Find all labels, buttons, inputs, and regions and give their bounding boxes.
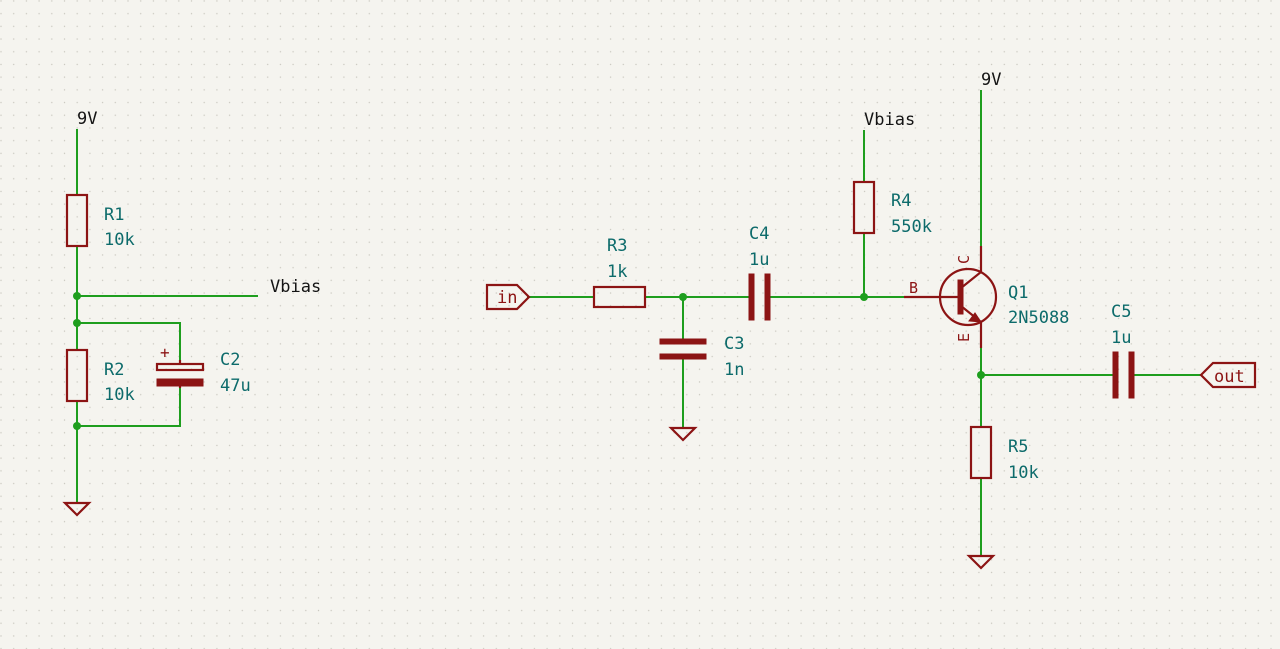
cap-plate — [659, 338, 707, 345]
resistor-body — [592, 285, 647, 309]
ground-symbol[interactable] — [62, 501, 92, 517]
base-bar — [957, 279, 964, 315]
cap-plate-positive — [155, 362, 205, 372]
ground-symbol[interactable] — [966, 554, 996, 570]
capacitor-c2[interactable] — [155, 360, 205, 388]
bias-divider-circuit: 9V R1 10k Vbias R2 10k + C2 47u — [62, 109, 321, 517]
c3-ref: C3 — [724, 334, 744, 354]
c2-polarity-mark: + — [160, 343, 170, 362]
junction-dot — [73, 422, 81, 430]
input-port-label: in — [497, 288, 517, 308]
wire — [77, 322, 181, 360]
port-shape — [1199, 361, 1257, 389]
resistor-r4[interactable] — [852, 180, 876, 235]
junction-dot — [73, 319, 81, 327]
wire — [77, 388, 181, 427]
c5-value: 1u — [1111, 328, 1131, 348]
junction-dot — [860, 293, 868, 301]
r4-value: 550k — [891, 217, 932, 237]
c2-ref: C2 — [220, 350, 240, 370]
resistor-r5[interactable] — [969, 425, 993, 480]
amplifier-circuit: in R3 1k C3 1n C4 1u Vbias R4 550k — [485, 70, 1257, 570]
cap-plate — [1128, 351, 1135, 399]
q1-pin-b: B — [909, 279, 918, 297]
emitter-arrow — [968, 312, 982, 323]
resistor-r1[interactable] — [65, 193, 89, 248]
cap-plate — [659, 353, 707, 360]
q1-value: 2N5088 — [1008, 308, 1069, 328]
r1-value: 10k — [104, 230, 135, 250]
cap-plate — [1112, 351, 1119, 399]
input-port[interactable] — [485, 283, 531, 311]
r2-ref: R2 — [104, 360, 124, 380]
r4-ref: R4 — [891, 191, 911, 211]
transistor-q1[interactable] — [904, 246, 998, 348]
q1-ref: Q1 — [1008, 283, 1028, 303]
power-label-9v[interactable]: 9V — [77, 109, 97, 129]
r1-ref: R1 — [104, 205, 124, 225]
net-label-vbias-right[interactable]: Vbias — [864, 110, 915, 130]
capacitor-c4[interactable] — [748, 273, 771, 321]
net-label-vbias-left[interactable]: Vbias — [270, 277, 321, 297]
junction-dot — [73, 292, 81, 300]
r3-value: 1k — [607, 262, 627, 282]
resistor-body — [969, 425, 993, 480]
resistor-body — [65, 193, 89, 248]
c2-value: 47u — [220, 376, 251, 396]
r2-value: 10k — [104, 385, 135, 405]
junction-dot — [679, 293, 687, 301]
ground-symbol[interactable] — [668, 426, 698, 442]
c3-value: 1n — [724, 360, 744, 380]
cap-plate — [764, 273, 771, 321]
port-shape — [485, 283, 531, 311]
capacitor-c3[interactable] — [659, 338, 707, 360]
junction-dot — [977, 371, 985, 379]
capacitor-c5[interactable] — [1112, 351, 1135, 399]
q1-pin-c: C — [955, 255, 973, 264]
r5-ref: R5 — [1008, 437, 1028, 457]
resistor-r2[interactable] — [65, 348, 89, 403]
collector-lead — [960, 246, 983, 289]
c4-value: 1u — [749, 250, 769, 270]
r5-value: 10k — [1008, 463, 1039, 483]
cap-plate-negative — [156, 378, 204, 387]
cap-plate — [748, 273, 755, 321]
output-port[interactable] — [1199, 361, 1257, 389]
resistor-body — [852, 180, 876, 235]
resistor-body — [65, 348, 89, 403]
output-port-label: out — [1214, 367, 1245, 387]
c5-ref: C5 — [1111, 302, 1131, 322]
q1-pin-e: E — [955, 333, 973, 342]
c4-ref: C4 — [749, 224, 769, 244]
power-label-9v-right[interactable]: 9V — [981, 70, 1001, 90]
resistor-r3[interactable] — [592, 285, 647, 309]
r3-ref: R3 — [607, 236, 627, 256]
